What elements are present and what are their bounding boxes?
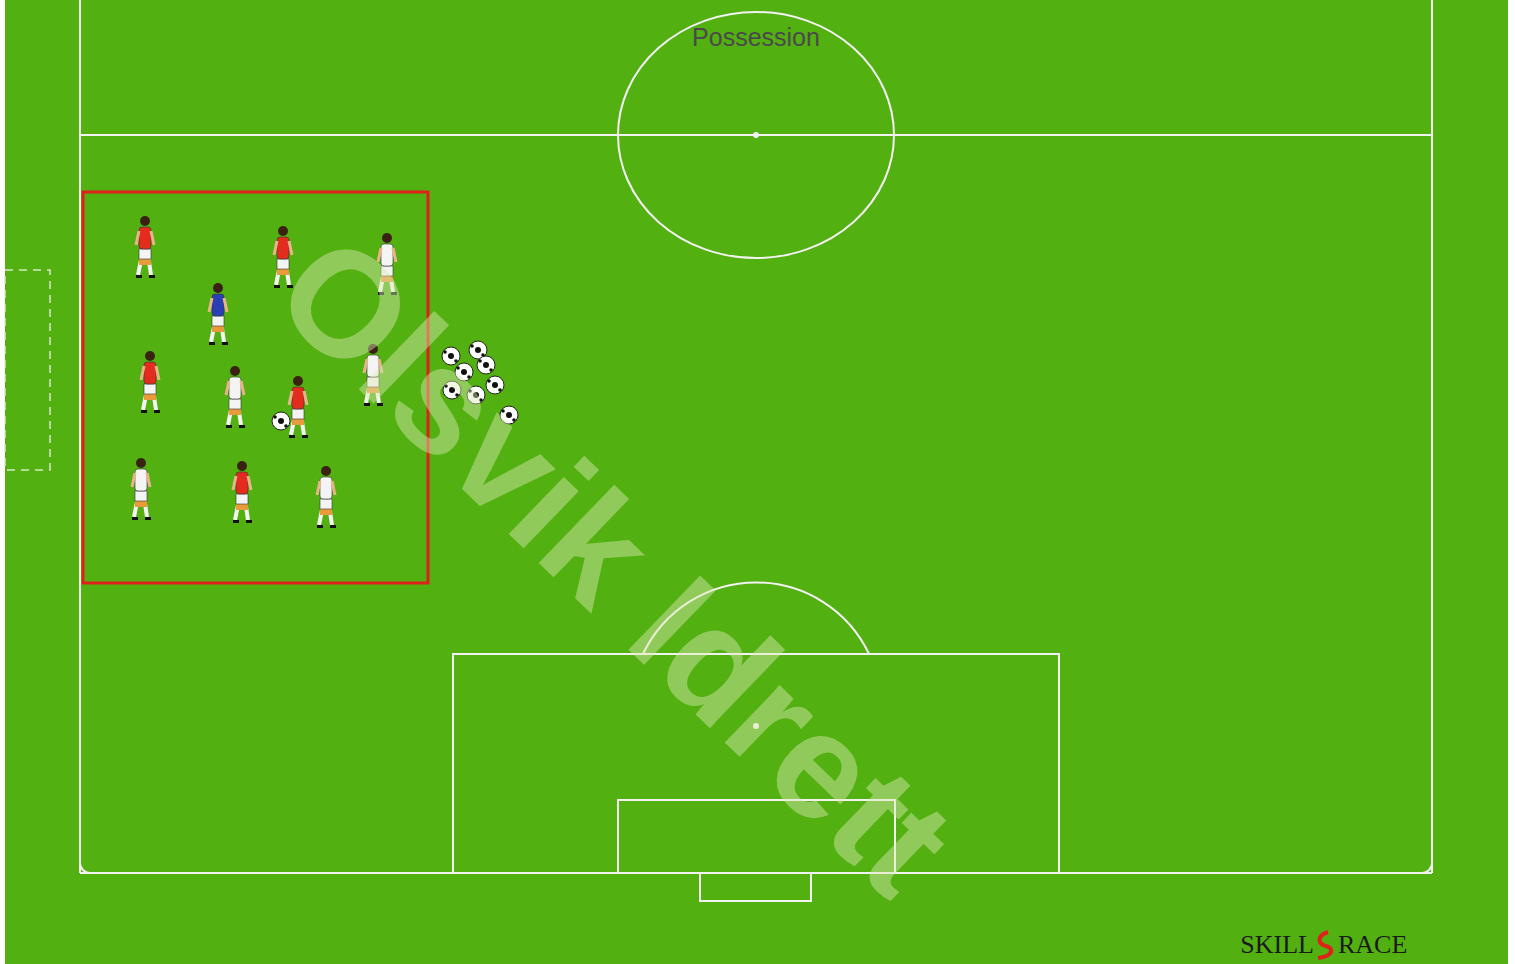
player bbox=[136, 216, 155, 278]
goal-outline bbox=[5, 270, 50, 470]
player bbox=[233, 461, 252, 523]
player bbox=[209, 283, 228, 345]
grass bbox=[5, 0, 1508, 964]
logo-text: SKILL bbox=[1240, 930, 1314, 960]
player bbox=[132, 458, 151, 520]
ball bbox=[272, 412, 290, 430]
player bbox=[141, 351, 160, 413]
logo-swoosh bbox=[1318, 932, 1331, 958]
player bbox=[317, 466, 336, 528]
title: Possession bbox=[692, 23, 820, 52]
logo-text: RACE bbox=[1338, 930, 1407, 960]
centre-spot bbox=[753, 132, 759, 138]
player bbox=[226, 366, 245, 428]
